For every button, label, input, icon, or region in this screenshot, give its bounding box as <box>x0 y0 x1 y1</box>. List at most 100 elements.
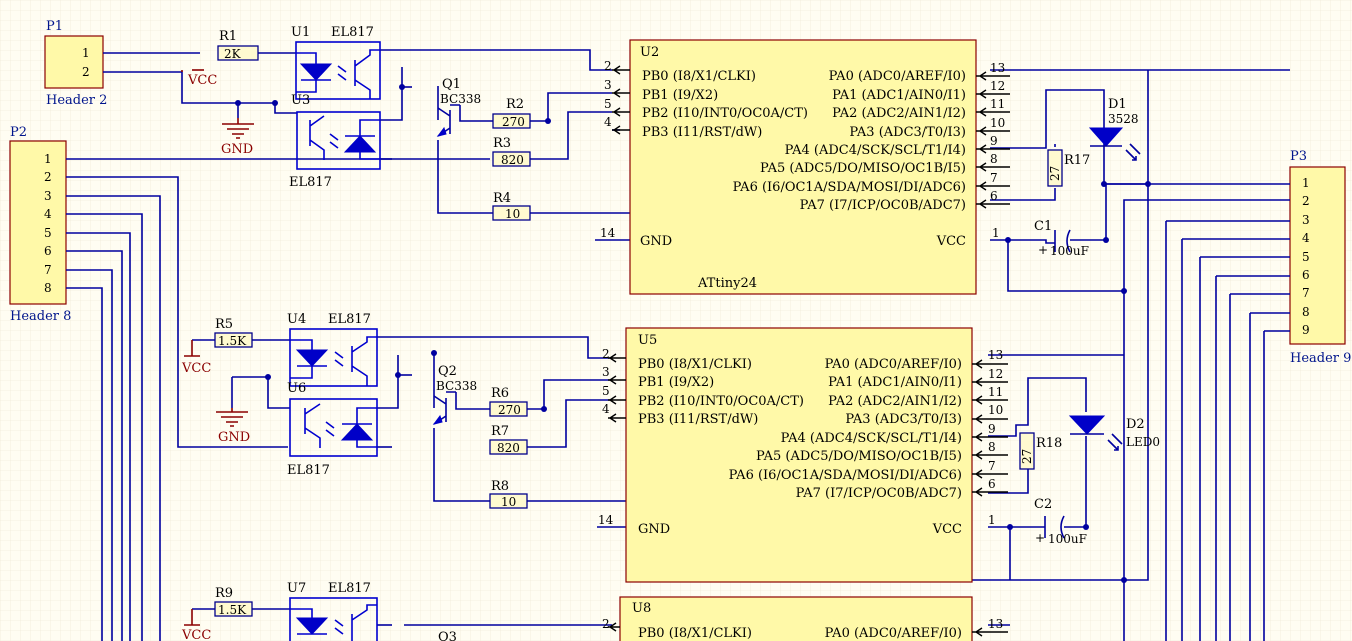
u2-pin-num-8: 8 <box>990 152 998 166</box>
opto-u4[interactable]: U4 EL817 <box>287 312 378 387</box>
vcc-symbol-2: VCC <box>181 340 211 376</box>
p3-pin-1: 1 <box>1302 176 1310 190</box>
u5-pin-num-10: 10 <box>988 403 1003 417</box>
c2-ref: C2 <box>1034 497 1052 512</box>
u2-pb1: PB1 (I9/X2) <box>642 88 718 103</box>
u4-ref: U4 <box>287 312 306 327</box>
vcc-symbol-3: VCC <box>181 609 211 641</box>
r4-ref: R4 <box>493 191 511 206</box>
q2-ref: Q2 <box>438 364 457 379</box>
connector-p2[interactable]: P2 1 2 3 4 5 6 7 8 Header 8 <box>9 125 71 324</box>
capacitor-c2[interactable]: C2 + 100uF <box>1034 497 1087 546</box>
d2-light-arrow-icon <box>1107 433 1123 451</box>
u4-part: EL817 <box>328 312 371 327</box>
p2-pin-6: 6 <box>44 244 52 258</box>
d1-ref: D1 <box>1108 97 1127 112</box>
u6-part: EL817 <box>287 463 330 478</box>
u5-body <box>625 327 973 583</box>
p3-pin-3: 3 <box>1302 213 1310 227</box>
connector-p3[interactable]: P3 1 2 3 4 5 6 7 8 9 Header 9 <box>1289 149 1351 366</box>
u5-pa2: PA2 (ADC2/AIN1/I2) <box>828 394 962 409</box>
u2-pin-num-5: 5 <box>604 97 612 111</box>
u2-pin-num-7: 7 <box>990 171 998 185</box>
u5-pin-num-9: 9 <box>988 422 996 436</box>
u6-body <box>289 398 378 457</box>
mcu-u2[interactable]: U2 PB0 (I8/X1/CLKI) PB1 (I9/X2) PB2 (I10… <box>600 39 1010 295</box>
resistor-r9[interactable]: R9 1.5K <box>214 586 253 617</box>
u2-pa0: PA0 (ADC0/AREF/I0) <box>829 69 966 84</box>
r6-ref: R6 <box>491 386 509 401</box>
p2-pin-8: 8 <box>44 281 52 295</box>
u5-pin-num-6: 6 <box>988 477 996 491</box>
u2-pa5: PA5 (ADC5/DO/MISO/OC1B/I5) <box>760 161 966 176</box>
u2-pin-num-12: 12 <box>990 79 1005 93</box>
u5-pin-num-14: 14 <box>598 513 614 527</box>
u8-pin-num-13: 13 <box>988 617 1003 631</box>
p3-body <box>1289 166 1346 345</box>
resistor-r2[interactable]: R2 270 <box>492 97 531 129</box>
r8-body <box>489 493 528 509</box>
c1-ref: C1 <box>1034 219 1052 234</box>
r4-body <box>492 205 531 221</box>
resistor-r17[interactable]: 27 R17 <box>1047 149 1090 187</box>
p3-pin-8: 8 <box>1302 305 1310 319</box>
capacitor-c1[interactable]: C1 + 100uF <box>1034 219 1089 258</box>
led-d1[interactable]: D1 3528 <box>1088 97 1141 161</box>
u7-ref: U7 <box>287 581 306 596</box>
u5-pa5: PA5 (ADC5/DO/MISO/OC1B/I5) <box>756 449 962 464</box>
u5-pin-num-7: 7 <box>988 459 996 473</box>
opto-u3[interactable]: U3 EL817 <box>289 93 381 190</box>
resistor-r7[interactable]: R7 820 <box>489 424 528 455</box>
c2-plus-icon: + <box>1035 531 1045 545</box>
c1-plus-icon: + <box>1038 243 1048 257</box>
r1-body <box>217 45 259 61</box>
mcu-u8[interactable]: U8 PB0 (I8/X1/CLKI) PA0 (ADC0/AREF/I0) 2… <box>602 596 1008 641</box>
u2-pin-num-3: 3 <box>604 78 612 92</box>
r6-body <box>489 401 528 417</box>
r1-value: 2K <box>224 47 242 61</box>
p3-pin-6: 6 <box>1302 268 1310 282</box>
p3-pin-5: 5 <box>1302 250 1310 264</box>
u5-left-pin-arrows <box>608 353 626 423</box>
p3-pin-9: 9 <box>1302 323 1310 337</box>
u8-pin-arrows <box>608 622 1008 637</box>
u2-vcc: VCC <box>936 234 966 249</box>
u5-vcc: VCC <box>932 522 962 537</box>
u5-pin-num-3: 3 <box>602 365 610 379</box>
connector-p1[interactable]: P1 1 2 Header 2 <box>44 19 107 108</box>
resistor-r18[interactable]: 27 R18 <box>1019 432 1062 470</box>
resistor-r6[interactable]: R6 270 <box>489 386 528 417</box>
transistor-q1[interactable]: Q1 BC338 <box>436 77 481 137</box>
r17-value: 27 <box>1048 166 1062 181</box>
r1-ref: R1 <box>219 29 237 44</box>
u2-gnd: GND <box>640 234 672 249</box>
u5-pin-num-11: 11 <box>988 385 1003 399</box>
transistor-q2[interactable]: Q2 BC338 <box>432 364 477 425</box>
transistor-q3[interactable]: Q3 <box>438 630 457 641</box>
opto-u1[interactable]: U1 EL817 <box>291 25 381 100</box>
u3-light-arrow-icon <box>329 133 339 149</box>
vcc-symbol-1: VCC <box>181 69 217 88</box>
u2-right-pin-arrows <box>976 71 1010 209</box>
resistor-r5[interactable]: R5 1.5K <box>214 317 253 348</box>
r5-body <box>214 332 253 348</box>
mcu-u5[interactable]: U5 PB0 (I8/X1/CLKI) PB1 (I9/X2) PB2 (I10… <box>598 327 1008 583</box>
p2-pin-4: 4 <box>44 207 52 221</box>
resistor-r4[interactable]: R4 10 <box>492 191 531 221</box>
u5-pin-num-5: 5 <box>602 384 610 398</box>
c2-value: 100uF <box>1048 532 1087 546</box>
resistor-r3[interactable]: R3 820 <box>492 136 531 167</box>
p2-pin-7: 7 <box>44 263 52 277</box>
u7-led-wiring <box>290 608 327 635</box>
u2-body <box>629 39 977 295</box>
opto-u6[interactable]: U6 EL817 <box>287 381 378 478</box>
u8-pa0: PA0 (ADC0/AREF/I0) <box>825 626 962 641</box>
u1-body <box>295 41 381 100</box>
resistor-r1[interactable]: R1 2K <box>217 29 259 61</box>
resistor-r8[interactable]: R8 10 <box>489 479 528 509</box>
opto-u7[interactable]: U7 EL817 <box>287 581 378 641</box>
led-d2[interactable]: D2 LED0 <box>1068 415 1160 451</box>
d2-led-icon <box>1068 415 1106 435</box>
gnd-label-2: GND <box>218 430 250 445</box>
